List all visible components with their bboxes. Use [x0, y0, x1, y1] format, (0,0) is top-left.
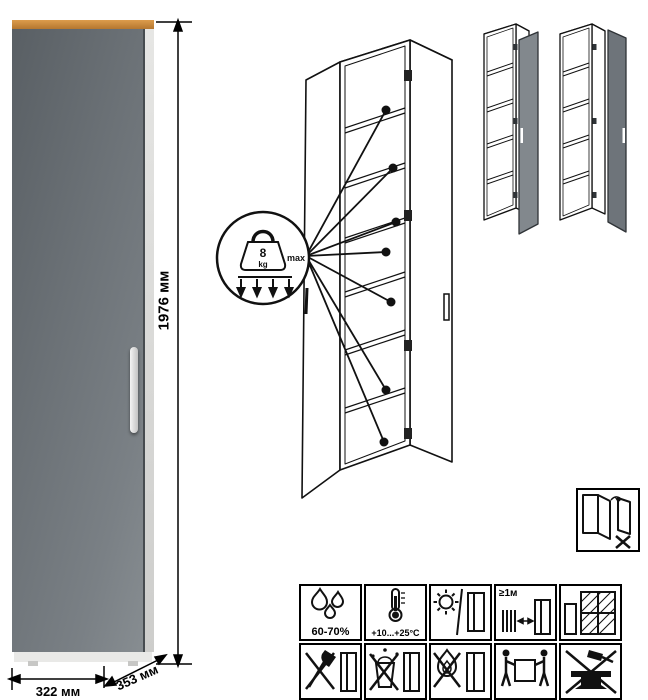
no-hammer-impact-icon — [565, 650, 617, 694]
cabinet-body — [12, 29, 154, 652]
thermometer-icon — [388, 588, 405, 622]
x-mark — [615, 535, 631, 549]
kettlebell-icon — [239, 229, 287, 271]
carry-two-persons-icon — [500, 649, 550, 687]
cabinet-plinth — [14, 652, 152, 662]
no-open-flame-icon — [433, 648, 485, 692]
shelf-points — [379, 105, 401, 447]
cabinet-carcass — [339, 39, 453, 471]
door-installation-icon-box — [576, 488, 640, 552]
load-limit-callout: 8 kg max — [215, 210, 311, 306]
door-variant-drawings — [483, 23, 627, 235]
sun-and-cabinet-icon — [433, 588, 485, 636]
cabinet-render — [12, 20, 154, 666]
cabinet-side-edge — [145, 29, 154, 652]
humidity-label: 60-70% — [311, 626, 350, 638]
load-value: 8 — [260, 246, 267, 260]
temperature-icon-box: +10...+25°C — [364, 584, 427, 641]
cabinet-foot-right — [128, 661, 138, 666]
sunlight-icon-box — [429, 584, 492, 641]
callout-lines — [305, 109, 397, 443]
temperature-label: +10...+25°C — [371, 628, 420, 638]
wall-hatch-icon — [564, 591, 616, 635]
carry-two-persons-icon-box — [494, 643, 557, 700]
height-dimension-label: 1976 мм — [155, 270, 173, 331]
load-max-label: max — [287, 253, 305, 263]
door-installation-icon — [582, 494, 631, 549]
cabinet-top-wood — [12, 20, 154, 29]
no-axe-icon-box — [299, 643, 362, 700]
distance-icon-box: ≥1м — [494, 584, 557, 641]
width-dimension-label: 322 мм — [35, 684, 81, 699]
variant-left — [483, 23, 539, 235]
dimension-arrows — [6, 17, 192, 690]
humidity-drops-icon — [310, 587, 345, 619]
hinges — [404, 70, 412, 439]
variant-right-door — [607, 29, 627, 233]
cabinet-handle — [130, 347, 138, 433]
radiator-distance-icon — [502, 599, 551, 635]
humidity-icon-box: 60-70% — [299, 584, 362, 641]
no-hammer-icon-box — [559, 643, 622, 700]
variant-left-door — [518, 31, 539, 235]
no-flame-icon-box — [429, 643, 492, 700]
no-water-icon — [369, 648, 420, 692]
wall-icon-box — [559, 584, 622, 641]
load-arrows — [235, 276, 295, 299]
min-distance-label: ≥1м — [499, 588, 518, 599]
variant-right — [559, 23, 627, 233]
side-handle — [443, 293, 450, 321]
cabinet-door-seam — [143, 29, 145, 652]
no-water-icon-box — [364, 643, 427, 700]
cabinet-foot-left — [28, 661, 38, 666]
load-unit: kg — [258, 260, 267, 269]
no-axe-icon — [305, 650, 357, 692]
exploded-view-drawing: 8 kg max — [215, 39, 453, 499]
